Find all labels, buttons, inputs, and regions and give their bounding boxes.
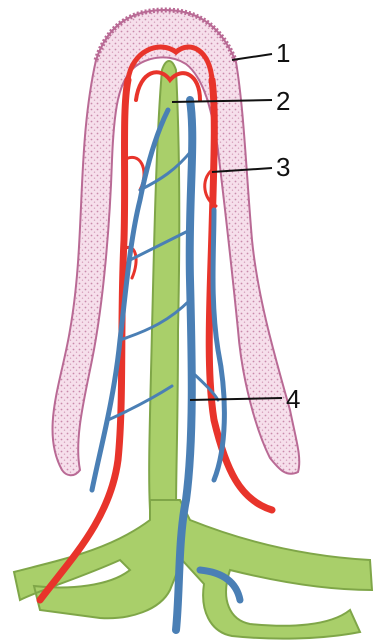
label-3: 3 xyxy=(276,152,290,182)
label-2: 2 xyxy=(276,86,290,116)
leader-line-1 xyxy=(232,54,272,60)
label-4: 4 xyxy=(286,384,300,414)
lacteal-central-vessel xyxy=(149,61,179,510)
labels: 1 2 3 4 xyxy=(276,38,300,414)
label-1: 1 xyxy=(276,38,290,68)
